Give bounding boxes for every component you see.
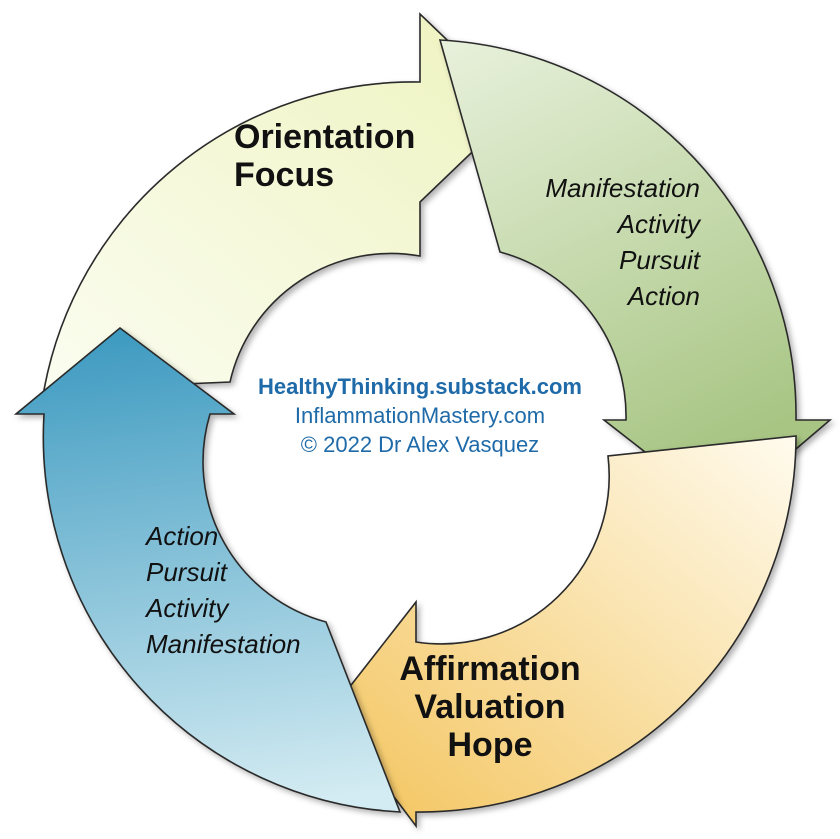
segment-left-arrow	[13, 326, 402, 813]
segment-top-line-1: Orientation	[234, 118, 416, 156]
center-credits: HealthyThinking.substack.com Inflammatio…	[210, 372, 630, 459]
copyright-text: © 2022 Dr Alex Vasquez	[300, 432, 540, 457]
segment-left-line-3: Activity	[146, 593, 229, 623]
segment-right-line-1: Manifestation	[545, 173, 700, 203]
segment-top-arrow	[43, 12, 520, 391]
website-link[interactable]: HealthyThinking.substack.com	[258, 374, 582, 399]
segment-right-line-2: Activity	[617, 209, 700, 239]
segment-left-line-4: Manifestation	[146, 629, 301, 659]
segment-left-line-2: Pursuit	[146, 557, 227, 587]
segment-right-arrow	[438, 39, 833, 514]
segment-left-label: Action Pursuit Activity Manifestation	[146, 518, 301, 662]
segment-bottom-line-3: Hope	[447, 726, 533, 764]
segment-bottom-line-1: Affirmation	[399, 650, 581, 688]
segment-left-line-1: Action	[146, 521, 219, 551]
segment-bottom-arrow	[328, 435, 797, 829]
segment-bottom-line-2: Valuation	[414, 688, 566, 726]
segment-top-line-2: Focus	[234, 156, 335, 194]
second-website[interactable]: InflammationMastery.com	[294, 403, 546, 428]
segment-right-label: Manifestation Activity Pursuit Action	[500, 170, 700, 314]
segment-bottom-label: Affirmation Valuation Hope	[392, 650, 588, 764]
segment-right-line-3: Pursuit	[619, 245, 700, 275]
segment-top-label: Orientation Focus	[234, 118, 415, 194]
segment-right-line-4: Action	[627, 281, 700, 311]
